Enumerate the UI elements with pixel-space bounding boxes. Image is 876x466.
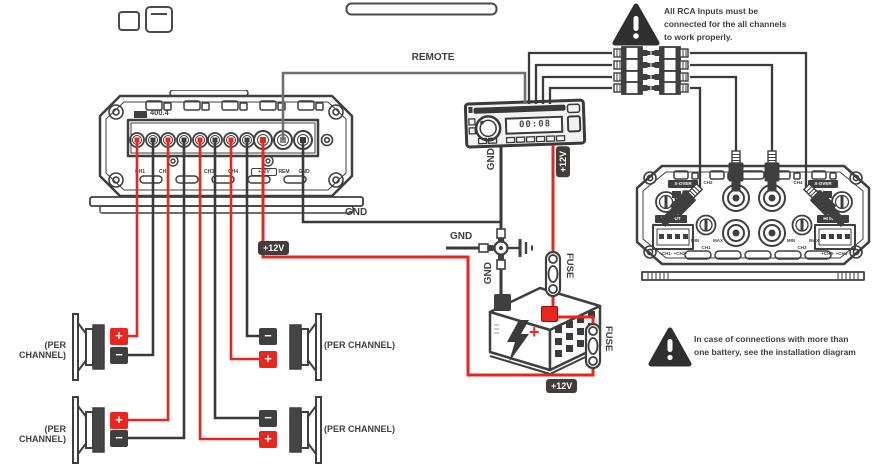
hi-input-pins-left: +CH1- +CH2- <box>659 251 687 256</box>
per-channel-label-2: (PER CHANNEL) <box>324 340 395 350</box>
hi-input-pins-right: +CH3- +CH4- <box>821 251 849 256</box>
speaker-front-left <box>72 313 105 381</box>
12v-label-headunit: +12V <box>556 146 570 178</box>
fuse-label-2: FUSE <box>603 326 614 352</box>
speaker3-positive: + <box>110 412 128 429</box>
speaker1-negative: − <box>110 347 128 364</box>
rca-pair-4 <box>613 81 689 95</box>
amplifier-4ch <box>89 90 364 214</box>
terminal-label-12v: +12V <box>251 168 277 176</box>
xover-label-right: X-OVER <box>808 180 838 188</box>
speaker4-negative: − <box>259 410 277 427</box>
per-channel-label-3: (PER CHANNEL) <box>19 424 66 444</box>
speaker3-negative: − <box>110 430 128 447</box>
rca-plug-angled-right <box>802 182 848 228</box>
bottom-vents <box>684 250 832 260</box>
rca-plug-vertical-2 <box>764 150 780 192</box>
speaker2-positive: + <box>259 351 277 368</box>
fuse-holder-1 <box>544 250 562 298</box>
rca-pair-2 <box>613 58 689 72</box>
ground-junction <box>478 228 533 270</box>
gnd-label-battery: GND <box>483 262 494 285</box>
head-unit-display: 00:08 <box>518 119 552 131</box>
xover-label-left: X-OVER <box>668 180 698 188</box>
mount-bracket-detail <box>118 6 173 33</box>
rca-pair-1 <box>613 46 689 60</box>
speaker-front-right <box>289 313 322 381</box>
hi-input-connectors <box>652 224 856 250</box>
warning-text-rca: All RCA Inputs must be connected for the… <box>664 6 787 42</box>
gnd-label-headunit: GND <box>486 148 497 171</box>
terminal-label-ch3: CH3 <box>203 169 214 175</box>
terminal-label-ch4: CH4 <box>227 169 238 175</box>
gnd-label-amp: GND <box>345 207 368 218</box>
terminal-label-ch1: CH1 <box>134 169 145 175</box>
max-label-left: MAX <box>713 238 723 243</box>
rca-pair-3 <box>613 70 689 84</box>
ch3-label: CH3 <box>797 245 807 250</box>
fuse-holder-2 <box>584 322 602 370</box>
head-unit: 00:08 <box>463 95 589 151</box>
speaker4-positive: + <box>259 431 277 448</box>
warning-icon-battery <box>648 327 692 367</box>
crossover-knobs <box>655 191 853 236</box>
max-label-right: MAX <box>809 238 819 243</box>
battery-positive-terminal <box>541 306 558 322</box>
min-label-right: MIN <box>786 238 796 243</box>
brand-logo <box>134 111 147 118</box>
per-channel-label-4: (PER CHANNEL) <box>324 424 395 434</box>
warning-icon-rca <box>612 3 660 46</box>
warning-text-battery: In case of connections with more than on… <box>694 334 856 357</box>
battery-plus-symbol: + <box>529 322 540 342</box>
terminal-label-rem: REM <box>278 169 290 175</box>
min-label-left: MIN <box>690 238 700 243</box>
base-tray <box>89 196 364 214</box>
speaker2-negative: − <box>259 328 277 345</box>
speaker-rear-right <box>289 396 322 464</box>
amp-top-edge-detail <box>345 2 498 16</box>
per-channel-label-1: (PER CHANNEL) <box>19 340 66 360</box>
12v-label-amp: +12V <box>258 241 290 255</box>
amp-model-label: 400.4 <box>150 108 169 117</box>
fuse-label-1: FUSE <box>564 253 575 279</box>
base-tray <box>641 271 865 281</box>
terminal-label-gnd: GND <box>298 169 310 175</box>
battery-negative-terminal <box>494 294 511 311</box>
terminal-label-ch2: CH2 <box>158 169 169 175</box>
ch1-label: CH1 <box>701 245 711 250</box>
gnd-label-junction: GND <box>450 231 473 242</box>
speaker1-positive: + <box>110 328 128 345</box>
rca-plug-vertical-1 <box>728 150 744 192</box>
speaker-rear-left <box>72 396 105 464</box>
remote-label: REMOTE <box>411 52 455 63</box>
ch2-label: CH2 <box>703 180 713 185</box>
ch4-label: CH4 <box>793 180 803 185</box>
12v-label-battery: +12V <box>546 379 578 393</box>
